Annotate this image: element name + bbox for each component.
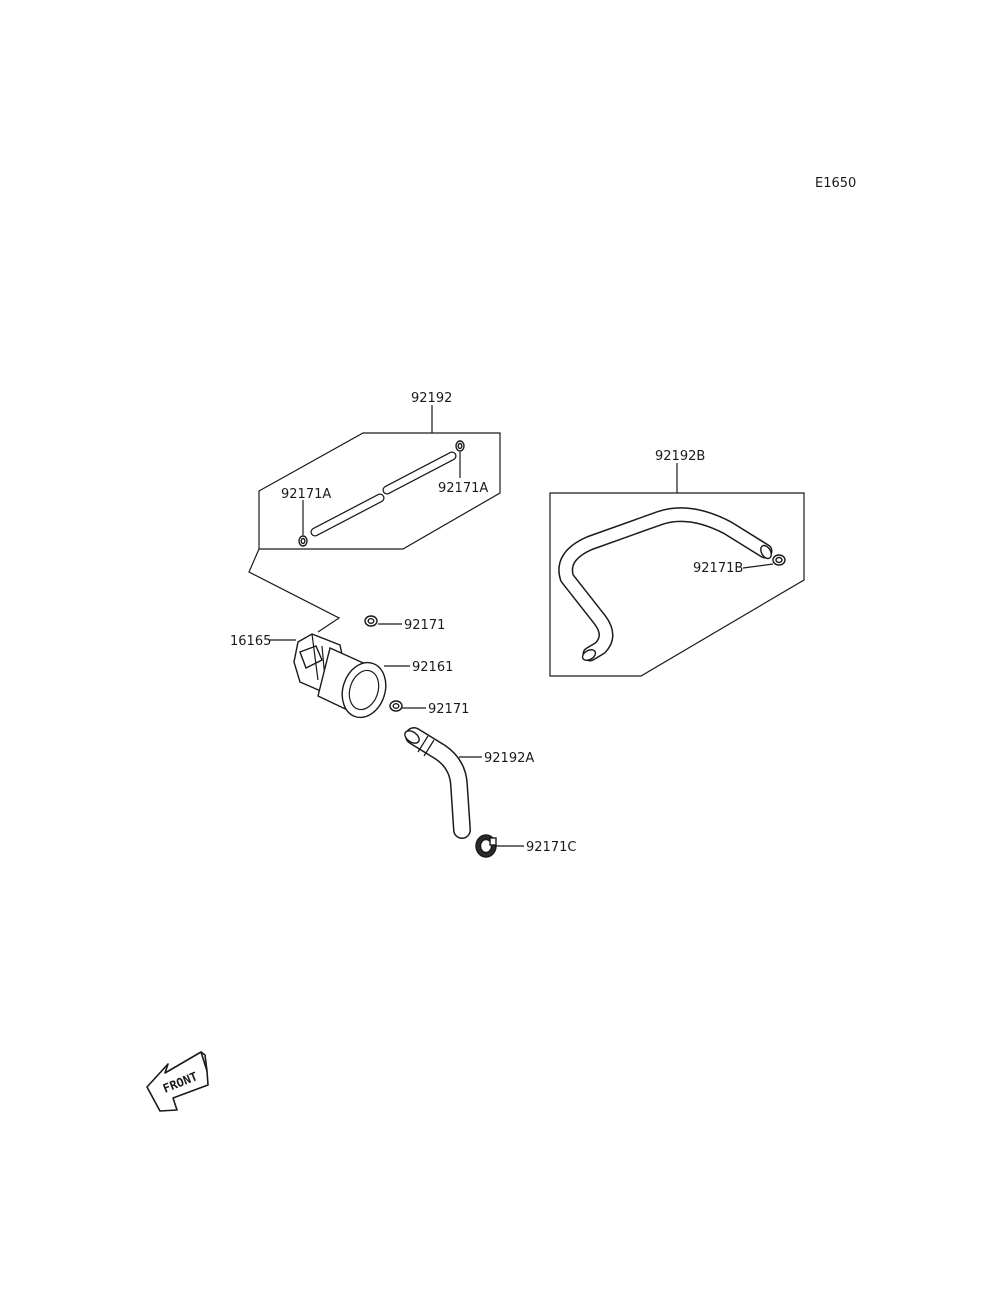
straight-hose-1 xyxy=(310,493,385,537)
clamp-a-left xyxy=(298,535,308,547)
front-arrow-icon: FRONT xyxy=(146,1051,209,1112)
hose-b-bracket xyxy=(549,492,805,677)
clamp-b xyxy=(772,554,786,566)
filter-cap xyxy=(341,661,387,719)
hose-a-label: 92192A xyxy=(484,751,534,766)
diagram-code: E1650 xyxy=(815,176,856,191)
assembly-link-leader xyxy=(248,548,341,633)
bent-hose-b xyxy=(558,507,773,662)
clamp-b-leader xyxy=(742,563,774,569)
clamp-a-left-label: 92171A xyxy=(281,487,331,502)
clamp-upper xyxy=(364,615,378,627)
clamp-c-label: 92171C xyxy=(526,840,576,855)
clamp-c xyxy=(475,834,497,858)
hose-kit-label: 92192 xyxy=(411,391,452,406)
assembly-port xyxy=(299,645,323,669)
filter-label: 92161 xyxy=(412,660,453,675)
hose-kit-group: 92192 92171A 92171A xyxy=(258,391,501,550)
filter-assembly xyxy=(293,633,387,719)
clamp-a-right-label: 92171A xyxy=(438,481,488,496)
elbow-hose-a xyxy=(404,727,471,839)
assembly-label: 16165 xyxy=(230,634,271,649)
clamp-lower-label: 92171 xyxy=(428,702,469,717)
clamp-lower xyxy=(389,700,403,712)
clamp-upper-label: 92171 xyxy=(404,618,445,633)
clamp-a-right xyxy=(455,440,465,452)
hose-b-label: 92192B xyxy=(655,449,705,464)
hose-b-group: 92192B 92171B xyxy=(549,449,805,677)
clamp-b-label: 92171B xyxy=(693,561,743,576)
straight-hose-2 xyxy=(382,451,457,495)
